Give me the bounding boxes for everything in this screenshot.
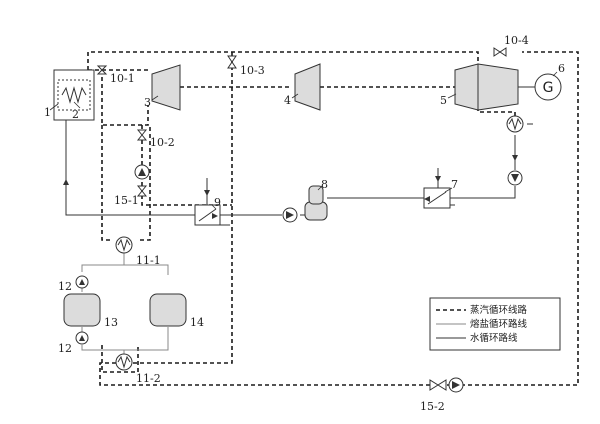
label-3: 3	[144, 96, 151, 109]
label-1: 1	[44, 106, 51, 119]
flow-arrows	[63, 155, 518, 219]
deaerator-component-8	[304, 185, 328, 221]
valve-icon-10-4	[493, 47, 507, 57]
label-10-2: 10-2	[150, 136, 175, 149]
legend-steam-label: 蒸汽循环线路	[470, 304, 528, 316]
legend-salt-label: 熔盐循环路线	[470, 318, 528, 330]
legend: 蒸汽循环线路 熔盐循环路线 水循环路线	[429, 297, 561, 351]
valve-icon-10-2	[136, 129, 148, 141]
legend-water-label: 水循环路线	[470, 332, 518, 344]
valve-icon-10-1	[96, 65, 108, 75]
label-12-bottom: 12	[58, 342, 72, 355]
label-2: 2	[72, 108, 79, 121]
label-10-3: 10-3	[240, 64, 265, 77]
valve-icon-15-1	[136, 185, 148, 197]
turbine-component-4	[294, 63, 321, 111]
pump-icon-12-top	[75, 275, 89, 289]
pump-icon-feed	[282, 207, 298, 223]
valve-icon-15-2	[429, 379, 447, 391]
steam-lines	[87, 51, 579, 386]
label-10-1: 10-1	[110, 72, 135, 85]
pump-icon-15-2	[448, 377, 464, 393]
boiler-component-1	[53, 69, 95, 121]
salt-tank-component-13	[63, 293, 101, 327]
salt-tank-component-14	[149, 293, 187, 327]
pump-icon-condensate	[507, 170, 523, 186]
label-4: 4	[284, 94, 291, 107]
label-7: 7	[451, 178, 458, 191]
pump-icon-12-bottom	[75, 331, 89, 345]
coil-component-2	[57, 79, 91, 111]
label-14: 14	[190, 316, 204, 329]
turbine-component-5	[454, 63, 519, 111]
turbine-component-3	[151, 64, 181, 111]
label-13: 13	[104, 316, 118, 329]
label-15-2: 15-2	[420, 400, 445, 413]
heat-exchanger-component-7	[423, 187, 451, 209]
label-12-top: 12	[58, 280, 72, 293]
leader-lines	[49, 71, 558, 210]
heat-exchanger-component-9	[194, 204, 221, 226]
label-11-1: 11-1	[136, 254, 161, 267]
label-15-1: 15-1	[114, 194, 139, 207]
pump-icon-15-1	[134, 164, 150, 180]
label-5: 5	[440, 94, 447, 107]
label-10-4: 10-4	[504, 34, 529, 47]
generator-letter: G	[543, 80, 554, 96]
water-lines	[65, 105, 533, 226]
label-11-2: 11-2	[136, 372, 161, 385]
label-6: 6	[558, 62, 565, 75]
heat-exchanger-icon-11-2	[115, 353, 133, 371]
generator-component-6	[534, 73, 562, 101]
condenser-icon	[506, 115, 524, 133]
valve-icon-10-3	[227, 55, 237, 69]
label-8: 8	[321, 178, 328, 191]
label-9: 9	[214, 196, 221, 209]
heat-exchanger-icon-11-1	[115, 236, 133, 254]
